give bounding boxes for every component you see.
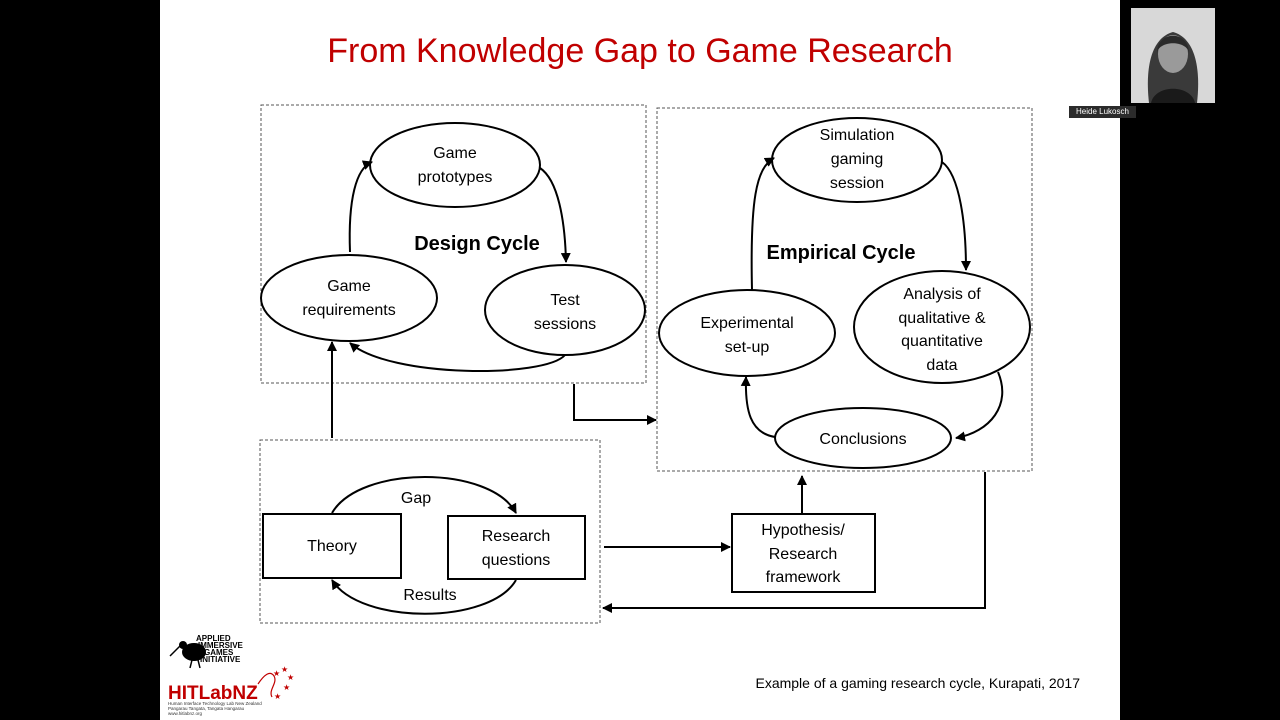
slide-title: From Knowledge Gap to Game Research xyxy=(327,32,953,70)
video-call-panel xyxy=(1120,0,1280,720)
test-sessions-text-1: Test xyxy=(550,292,580,309)
presentation-slide: From Knowledge Gap to Game Research Desi… xyxy=(160,0,1120,720)
aig-logo-line-4: INITIATIVE xyxy=(200,655,241,664)
analysis-text-2: qualitative & xyxy=(898,310,985,327)
arrow-empirical-to-knowledge xyxy=(602,472,986,613)
theory-text: Theory xyxy=(307,538,357,555)
game-prototypes-text-2: prototypes xyxy=(418,169,493,186)
arrow-gap xyxy=(331,476,517,514)
research-cycle-diagram: From Knowledge Gap to Game Research Desi… xyxy=(168,32,1080,716)
hypothesis-text-3: framework xyxy=(766,569,842,586)
hypothesis-text-2: Research xyxy=(769,546,837,563)
game-prototypes-node xyxy=(369,122,541,208)
research-questions-text-1: Research xyxy=(482,528,550,545)
simulation-text-1: Simulation xyxy=(820,127,895,144)
svg-text:★: ★ xyxy=(274,692,281,701)
hitlabnz-sub-2: Pangarau Tangata, Tangata Hangarau xyxy=(168,706,245,711)
stars-icon: ★ ★ ★ ★ ★ xyxy=(273,665,294,701)
svg-text:★: ★ xyxy=(287,673,294,682)
svg-text:★: ★ xyxy=(281,665,288,674)
arrow-results xyxy=(331,579,517,615)
arrow-design-to-empirical xyxy=(573,384,657,425)
webcam-thumbnail[interactable] xyxy=(1131,8,1215,103)
arrow-simulation-to-analysis xyxy=(941,161,971,271)
aig-logo-line-1: APPLIED xyxy=(196,634,231,643)
webcam-name-label: Heide Lukosch xyxy=(1069,106,1136,118)
experimental-setup-node xyxy=(658,289,836,377)
arrow-requirements-to-prototypes xyxy=(348,160,373,253)
arrow-test-to-requirements xyxy=(349,342,566,372)
game-requirements-text-2: requirements xyxy=(302,302,395,319)
svg-text:★: ★ xyxy=(273,669,280,678)
analysis-text-4: data xyxy=(926,357,957,374)
game-requirements-text-1: Game xyxy=(327,278,371,295)
hitlabnz-sub-3: www.hitlabnz.org xyxy=(168,711,203,716)
simulation-text-2: gaming xyxy=(831,151,883,168)
hypothesis-box xyxy=(731,513,876,593)
design-cycle-panel xyxy=(260,104,647,384)
arrow-setup-to-simulation xyxy=(750,157,775,291)
research-questions-text-2: questions xyxy=(482,552,551,569)
theory-box xyxy=(262,513,402,579)
gap-label: Gap xyxy=(401,490,431,507)
arrow-analysis-to-conclusions xyxy=(955,371,1004,442)
setup-text-2: set-up xyxy=(725,339,770,356)
simulation-text-3: session xyxy=(830,175,884,192)
aig-logo: APPLIED IMMERSIVE GAMES INITIATIVE xyxy=(169,634,244,669)
setup-text-1: Experimental xyxy=(700,315,793,332)
analysis-text-1: Analysis of xyxy=(903,286,981,303)
hitlabnz-logo: HITLabNZ ★ ★ ★ ★ ★ Human Interface Techn… xyxy=(168,665,294,716)
svg-text:★: ★ xyxy=(283,683,290,692)
design-cycle-label: Design Cycle xyxy=(414,233,540,255)
person-avatar-icon xyxy=(1131,8,1215,103)
test-sessions-text-2: sessions xyxy=(534,316,596,333)
aig-logo-line-2: IMMERSIVE xyxy=(198,641,244,650)
knowledge-gap-panel xyxy=(259,439,601,624)
arrow-prototypes-to-test xyxy=(539,167,571,263)
empirical-cycle-label: Empirical Cycle xyxy=(767,242,916,264)
empirical-cycle-panel xyxy=(656,107,1033,472)
analysis-node xyxy=(853,270,1031,384)
conclusions-node xyxy=(774,407,952,469)
arrow-conclusions-to-setup xyxy=(740,376,776,438)
hitlabnz-swirl-icon xyxy=(257,672,276,698)
game-prototypes-text-1: Game xyxy=(433,145,477,162)
hitlabnz-logo-text: HITLabNZ xyxy=(168,683,258,704)
research-questions-box xyxy=(447,515,586,580)
results-label: Results xyxy=(403,587,456,604)
hitlabnz-sub-1: Human Interface Technology Lab New Zeala… xyxy=(168,701,262,706)
kiwi-bird-icon xyxy=(169,641,206,669)
test-sessions-node xyxy=(484,264,646,356)
slide-caption: Example of a gaming research cycle, Kura… xyxy=(755,675,1080,691)
hypothesis-text-1: Hypothesis/ xyxy=(761,522,845,539)
analysis-text-3: quantitative xyxy=(901,333,983,350)
game-requirements-node xyxy=(260,254,438,342)
conclusions-text: Conclusions xyxy=(819,431,906,448)
aig-logo-line-3: GAMES xyxy=(204,648,234,657)
